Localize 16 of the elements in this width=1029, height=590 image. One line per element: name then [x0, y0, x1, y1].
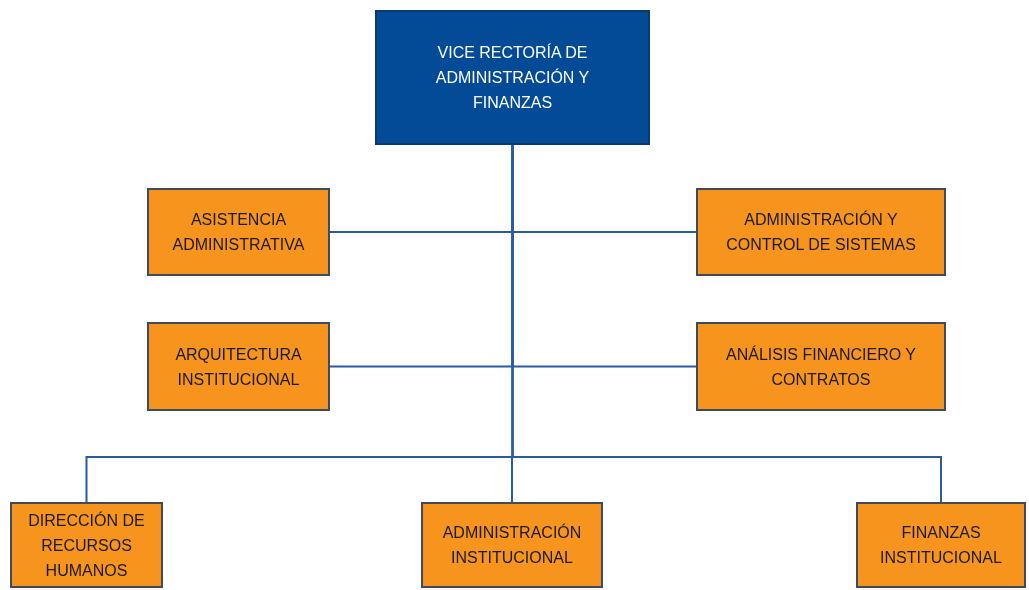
- unit-box: [421, 502, 603, 588]
- unit-name: ARQUITECTURA INSTITUCIONAL: [174, 344, 303, 390]
- unit-name: ADMINISTRACIÓN Y CONTROL DE SISTEMAS: [725, 209, 917, 255]
- unit-box: [147, 322, 330, 411]
- unit-box: [696, 322, 946, 411]
- unit-name: FINANZAS INSTITUCIONAL: [879, 523, 1003, 568]
- unit-box: [147, 188, 330, 276]
- unit-name: ASISTENCIA ADMINISTRATIVA: [171, 210, 306, 255]
- unit-name: ANÁLISIS FINANCIERO Y CONTRATOS: [725, 344, 917, 390]
- unit-box: [696, 188, 946, 276]
- unit-name: VICE RECTORÍA DE ADMINISTRACIÓN Y FINANZAS: [434, 42, 591, 113]
- unit-name: ADMINISTRACIÓN INSTITUCIONAL: [441, 522, 583, 568]
- unit-name: DIRECCIÓN DE RECURSOS HUMANOS: [27, 510, 146, 581]
- unit-box: [856, 502, 1026, 588]
- department-box: [375, 10, 650, 145]
- unit-box: [10, 502, 163, 588]
